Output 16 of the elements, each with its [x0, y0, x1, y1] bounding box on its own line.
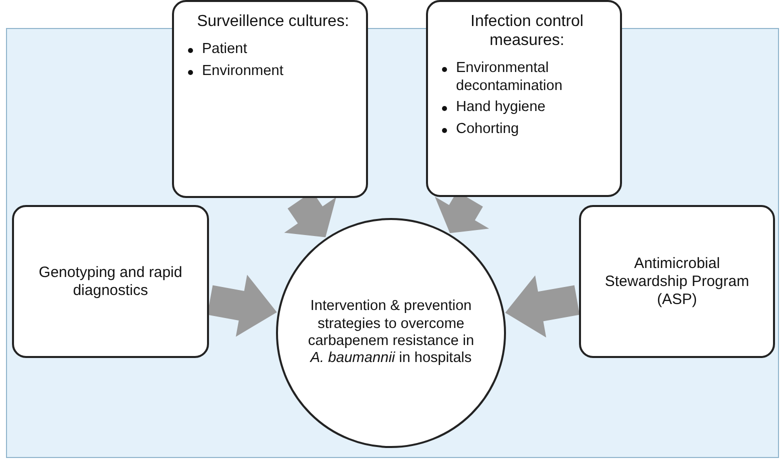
- strategy-box: [426, 0, 622, 197]
- bullet-item: Hand hygiene: [456, 99, 546, 116]
- bullet-item: Environmental decontamination: [456, 60, 562, 94]
- bullet-item: Environment: [202, 62, 284, 79]
- box-heading: Infection control measures:: [470, 12, 584, 50]
- box-text: Intervention & prevention strategies to overcome carbapenem resistance in A. baumannii in hospitals: [306, 298, 476, 368]
- box-text: Genotyping and rapid diagnostics: [38, 264, 184, 300]
- bullet-item: Patient: [202, 41, 248, 58]
- bullet-item: Cohorting: [456, 120, 519, 137]
- box-heading: Surveillence cultures:: [196, 12, 350, 32]
- strategy-box: [579, 205, 775, 358]
- block-arrow: [207, 274, 277, 337]
- strategy-box: [172, 0, 368, 198]
- block-arrow: [505, 275, 580, 338]
- box-text: Antimicrobial Stewardship Program (ASP): [604, 254, 750, 308]
- strategy-box: [12, 205, 209, 358]
